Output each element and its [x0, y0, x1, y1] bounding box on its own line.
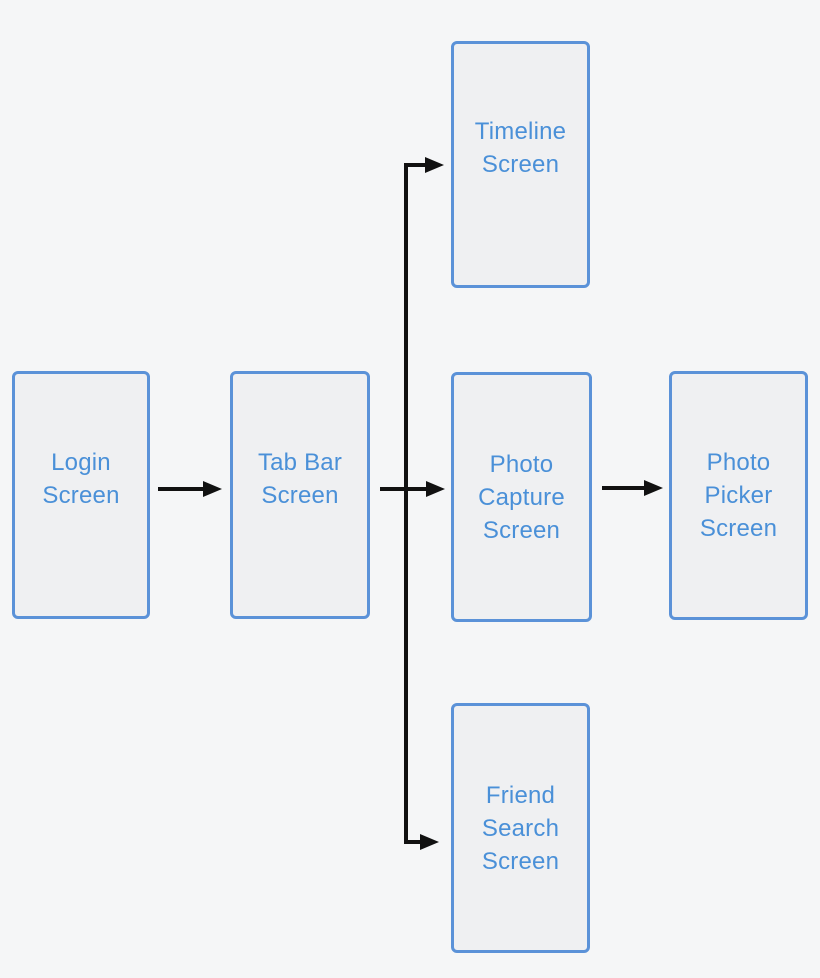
- node-photo-capture-screen: Photo Capture Screen: [451, 372, 592, 622]
- connector-photo-capture-to-photo-picker: [602, 480, 663, 496]
- node-timeline-screen-label: Timeline Screen: [474, 118, 567, 178]
- connector-login-to-tabbar: [158, 481, 222, 497]
- connector-tabbar-to-friend-search: [404, 834, 439, 850]
- node-friend-search-screen-label: Friend Search Screen: [481, 781, 560, 875]
- node-tab-bar-screen-label: Tab Bar Screen: [257, 448, 343, 509]
- node-tab-bar-screen: Tab Bar Screen: [230, 371, 370, 619]
- node-login-screen: Login Screen: [12, 371, 150, 619]
- node-photo-picker-screen-label: Photo Picker Screen: [699, 449, 778, 542]
- node-friend-search-screen: Friend Search Screen: [451, 703, 590, 953]
- connector-tabbar-to-photo-capture: [380, 481, 445, 497]
- node-photo-capture-screen-label: Photo Capture Screen: [478, 450, 565, 544]
- node-login-screen-label: Login Screen: [42, 448, 120, 509]
- node-photo-picker-screen: Photo Picker Screen: [669, 371, 808, 620]
- node-timeline-screen: Timeline Screen: [451, 41, 590, 288]
- connector-tabbar-to-timeline: [404, 157, 444, 173]
